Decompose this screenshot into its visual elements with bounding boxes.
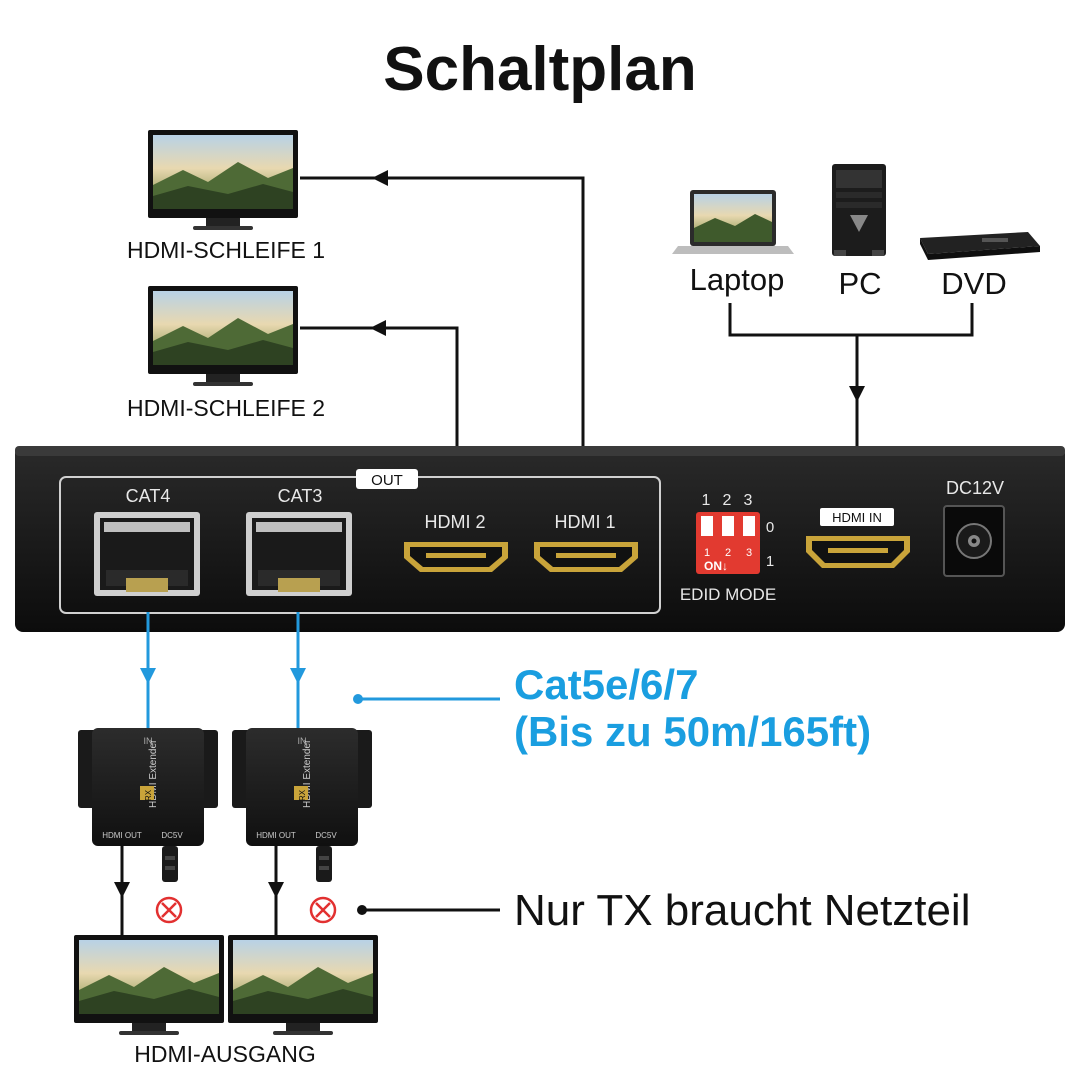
power-note: Nur TX braucht Netzteil [514, 886, 970, 935]
hdmi-in-label: HDMI IN [832, 510, 882, 525]
cat4-cable [140, 612, 156, 730]
cable-note-line-2: (Bis zu 50m/165ft) [514, 708, 871, 755]
loop-1-wire [300, 170, 585, 485]
dc12v-label: DC12V [946, 478, 1004, 498]
svg-text:3: 3 [746, 547, 752, 559]
rx-receiver-1: IN HDMI Extender RX HDMI OUT DC5V [78, 728, 218, 882]
edid-mode-label: EDID MODE [680, 585, 776, 604]
page-title: Schaltplan [383, 35, 697, 104]
cat4-port-label: CAT4 [126, 486, 171, 506]
source-pc-label: PC [838, 266, 881, 301]
rx-1-output-wire [114, 846, 130, 935]
dip-number-3: 3 [744, 492, 753, 509]
loop-2-label: HDMI-SCHLEIFE 2 [127, 395, 325, 421]
output-label: HDMI-AUSGANG [134, 1041, 315, 1067]
cat4-rj45-port[interactable] [94, 512, 200, 596]
rx-2-port-dc: DC5V [315, 831, 337, 840]
monitor-output-2 [228, 935, 378, 1035]
dip-switch[interactable]: 1 2 3 [696, 512, 760, 574]
dip-state-0: 0 [766, 519, 774, 536]
monitor-loop-2 [148, 286, 298, 386]
source-dvd-label: DVD [941, 266, 1006, 301]
loop-1-label: HDMI-SCHLEIFE 1 [127, 237, 325, 263]
cable-note-line-1: Cat5e/6/7 [514, 661, 698, 708]
svg-text:2: 2 [725, 547, 731, 559]
rx-1-name: HDMI Extender [148, 739, 159, 808]
rx-2-output-wire [268, 846, 284, 935]
hdmi-in-port[interactable] [806, 536, 910, 568]
monitor-loop-1 [148, 130, 298, 230]
dvd-player-icon [920, 232, 1040, 260]
dc-power-jack[interactable] [943, 505, 1005, 577]
hdmi1-port[interactable] [534, 542, 638, 572]
hdmi2-port-label: HDMI 2 [424, 512, 485, 532]
cat3-rj45-port[interactable] [246, 512, 352, 596]
rx-receiver-2: IN HDMI Extender RX HDMI OUT DC5V [232, 728, 372, 882]
pc-tower-icon [832, 164, 886, 256]
laptop-icon [672, 190, 794, 254]
dip-state-1: 1 [766, 553, 774, 570]
hdmi1-port-label: HDMI 1 [554, 512, 615, 532]
power-note-pointer [357, 905, 500, 915]
loop-2-wire [300, 320, 459, 485]
svg-text:IN: IN [144, 736, 153, 746]
source-laptop-label: Laptop [690, 262, 785, 297]
svg-text:IN: IN [298, 736, 307, 746]
rx-1-port-out: HDMI OUT [102, 831, 142, 840]
no-power-x-icon-1 [155, 896, 183, 924]
dip-on-label: ON↓ [704, 559, 728, 573]
hdmi-in-badge: HDMI IN [820, 508, 894, 526]
cable-note-pointer [353, 694, 500, 704]
monitor-output-1 [74, 935, 224, 1035]
rx-2-port-out: HDMI OUT [256, 831, 296, 840]
dip-number-2: 2 [723, 492, 732, 509]
rx-1-port-dc: DC5V [161, 831, 183, 840]
cat3-port-label: CAT3 [278, 486, 323, 506]
out-badge-label: OUT [371, 472, 403, 489]
cat3-cable [290, 612, 306, 730]
svg-text:1: 1 [704, 547, 710, 559]
rx-2-badge: RX [298, 789, 307, 801]
dip-number-1: 1 [702, 492, 711, 509]
hdmi2-port[interactable] [404, 542, 508, 572]
rx-2-name: HDMI Extender [302, 739, 313, 808]
rx-1-badge: RX [144, 789, 153, 801]
no-power-x-icon-2 [309, 896, 337, 924]
out-badge: OUT [356, 469, 418, 489]
